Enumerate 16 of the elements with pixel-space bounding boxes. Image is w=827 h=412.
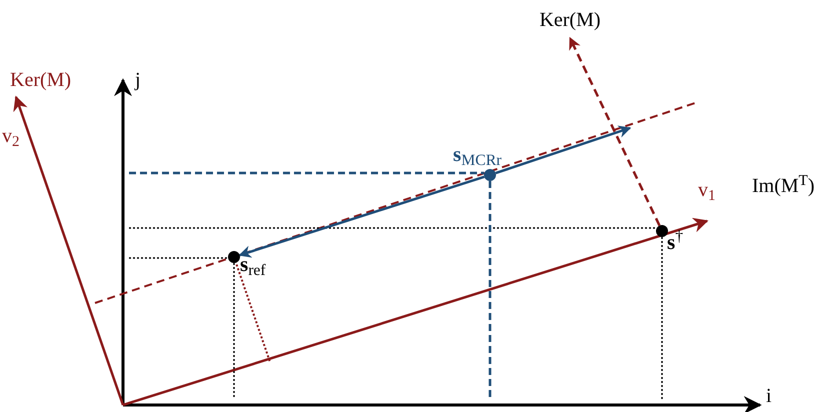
point-label: s$_{ref}$ <box>240 254 266 275</box>
arrow <box>495 126 632 174</box>
axis-label: Ker(M) <box>10 70 72 90</box>
axis-label: v$_{2}$ <box>2 126 20 146</box>
point-marker <box>484 169 496 181</box>
point-marker <box>228 251 240 263</box>
subspace-label: Ker(M) <box>537 8 603 32</box>
axis-label: v$_{1}$ <box>698 180 716 200</box>
point-label: s$_{MCRr}$ <box>453 144 502 165</box>
point-marker <box>656 225 668 237</box>
point-label: s$^{†}$ <box>667 232 684 253</box>
axis-label: i <box>766 386 772 406</box>
axis-label: j <box>135 70 141 90</box>
arrow <box>238 176 485 258</box>
axis-label: Im(M$^{T}$) <box>752 176 815 196</box>
arrow <box>568 36 661 226</box>
